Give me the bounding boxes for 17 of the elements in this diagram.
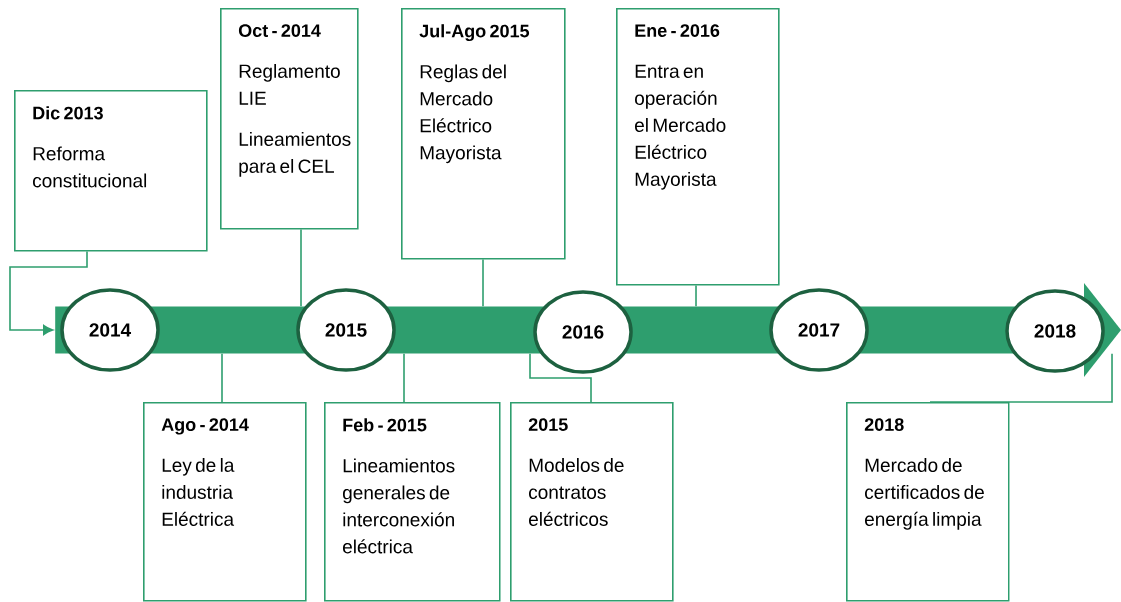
- leader-line: [482, 258, 484, 308]
- event-box: Feb - 2015 Lineamientos generales de interconexión eléctrica: [324, 402, 501, 602]
- event-box: Jul-Ago 2015 Reglas del Mercado Eléctrico Mayorista: [401, 8, 566, 260]
- node-label: 2018: [1034, 324, 1076, 338]
- leader-line: [403, 352, 405, 403]
- leader-line: [300, 228, 302, 308]
- event-box: Ago - 2014 Ley de la industria Eléctrica: [143, 402, 307, 602]
- event-box: Dic 2013 Reforma constitucional: [14, 90, 208, 252]
- leader-line: [529, 352, 592, 403]
- event-box: 2018 Mercado de certificados de energía limpia: [846, 402, 1010, 602]
- event-box: Oct - 2014 Reglamento LIE Lineamientos para el CEL: [220, 8, 359, 230]
- leader-line: [9, 250, 88, 336]
- event-box: Ene - 2016 Entra en operación el Mercado Eléctrico Mayorista: [616, 8, 780, 286]
- leader-line: [695, 284, 697, 308]
- event-box: 2015 Modelos de contratos eléctricos: [510, 402, 674, 602]
- leader-line: [221, 352, 223, 403]
- leader-line: [929, 352, 1113, 403]
